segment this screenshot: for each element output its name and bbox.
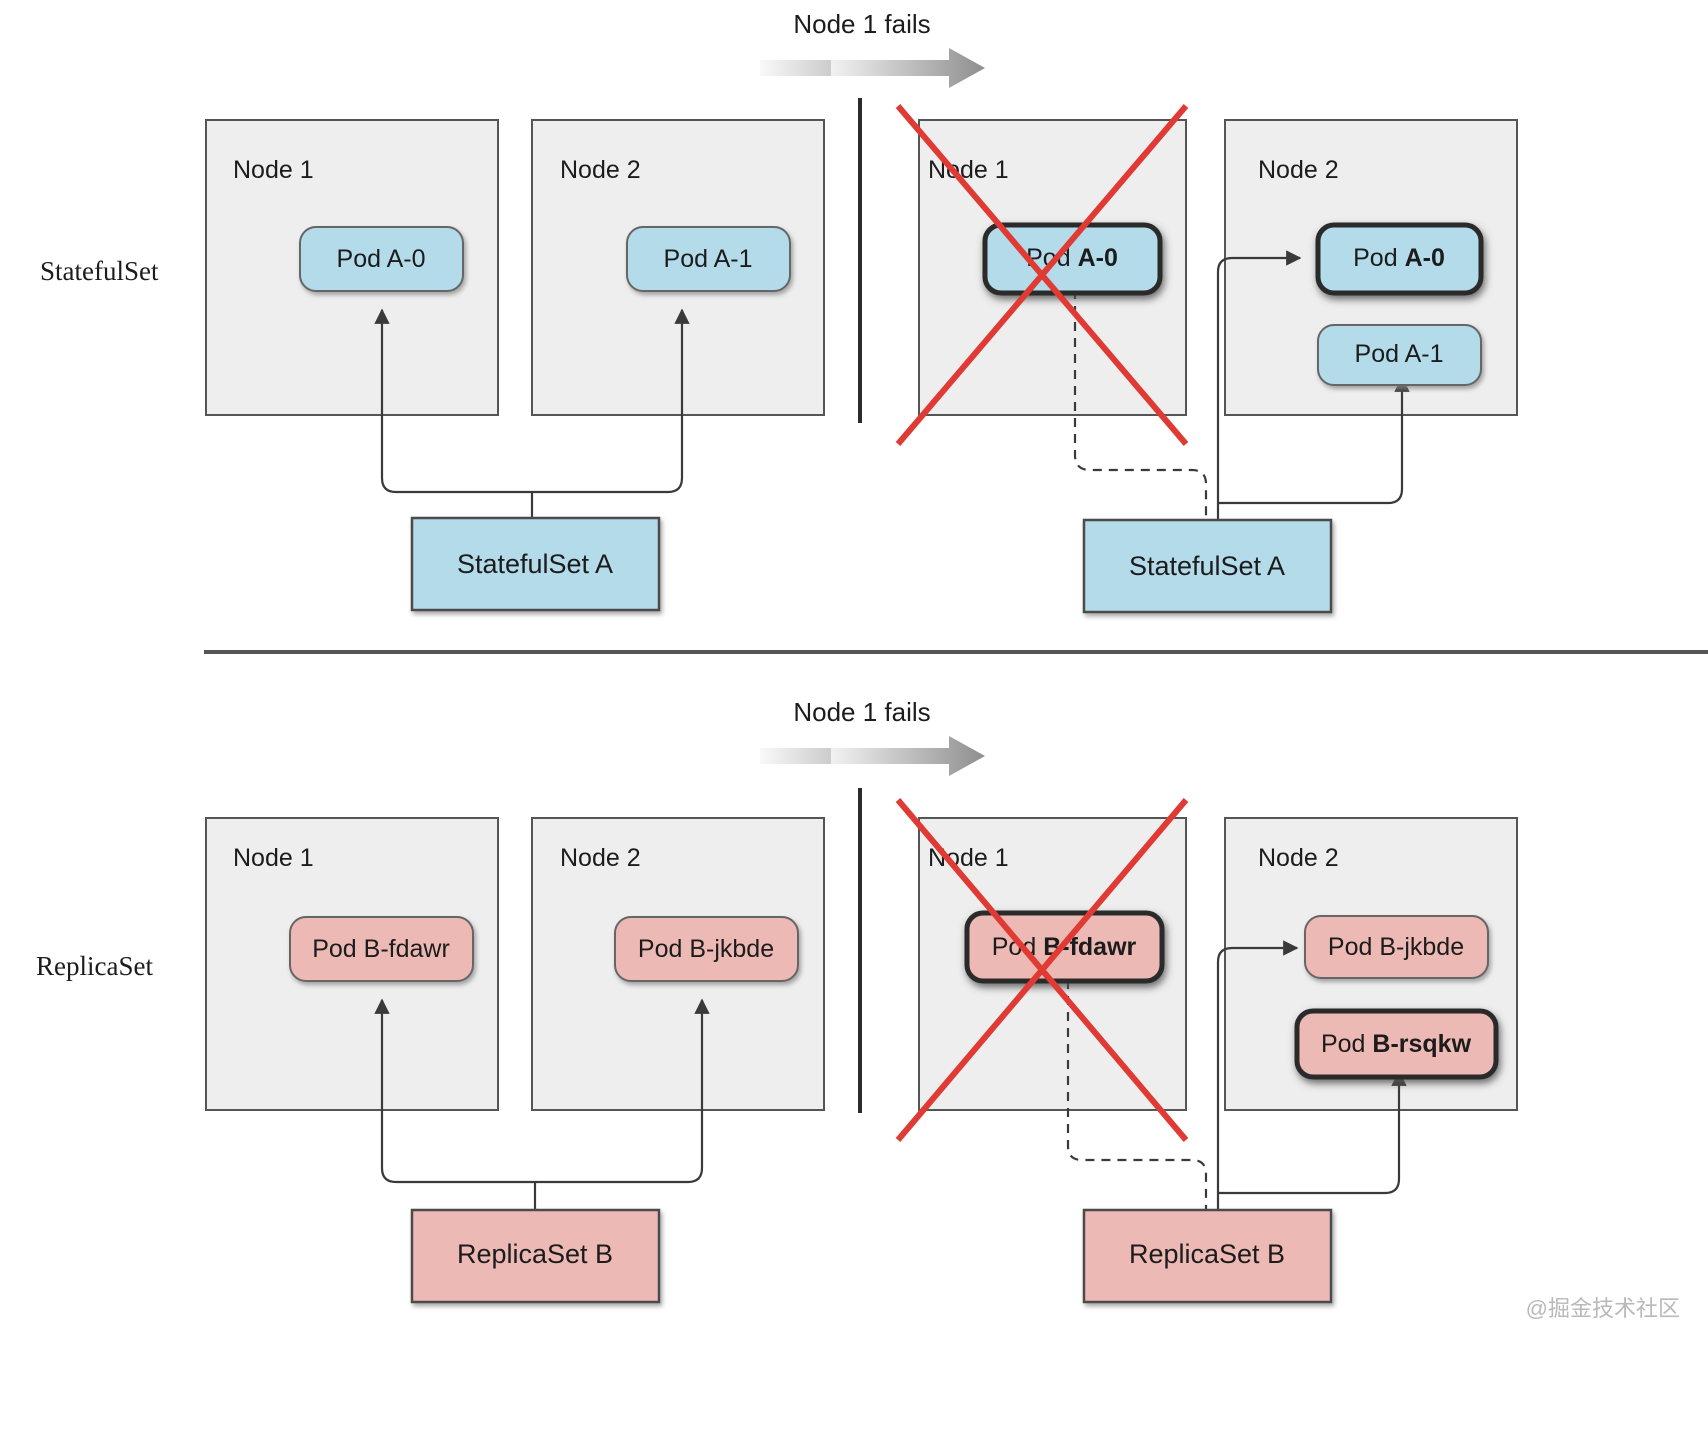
svg-text:Pod B-fdawr: Pod B-fdawr (312, 935, 450, 963)
svg-text:Pod A-0: Pod A-0 (337, 245, 426, 273)
svg-text:Pod A-0: Pod A-0 (1353, 244, 1445, 272)
svg-text:Pod B-rsqkw: Pod B-rsqkw (1321, 1030, 1472, 1058)
pod-sts-after-failed-a0[interactable]: Pod A-0 (982, 222, 1163, 296)
connector-sts-after-dashed (1073, 290, 1208, 520)
node-label-sts-before-node1: Node 1 (233, 156, 314, 184)
connector-sts-after-a1-bus (1218, 405, 1404, 505)
controller-rs-before[interactable]: ReplicaSet B (410, 1208, 661, 1304)
row-label-replicaset: ReplicaSet (36, 951, 153, 981)
node-label-sts-before-node2: Node 2 (560, 156, 641, 184)
pod-rs-before-fdawr[interactable]: Pod B-fdawr (289, 916, 474, 982)
transition-label-top: Node 1 fails (793, 9, 930, 39)
pod-rs-after-new-rsqkw[interactable]: Pod B-rsqkw (1294, 1008, 1499, 1080)
pod-sts-before-a0[interactable]: Pod A-0 (299, 226, 464, 292)
svg-text:Pod B-jkbde: Pod B-jkbde (638, 935, 774, 963)
svg-text:StatefulSet A: StatefulSet A (1129, 551, 1285, 581)
svg-text:StatefulSet A: StatefulSet A (457, 549, 613, 579)
svg-text:Pod A-1: Pod A-1 (664, 245, 753, 273)
controller-sts-before[interactable]: StatefulSet A (410, 516, 661, 612)
row-label-statefulset: StatefulSet (40, 256, 159, 286)
controller-sts-after[interactable]: StatefulSet A (1082, 518, 1333, 614)
node-label-sts-after-node1: Node 1 (928, 156, 1009, 184)
transition-arrow-bottom (760, 736, 985, 776)
transition-label-bottom: Node 1 fails (793, 697, 930, 727)
watermark-label: @掘金技术社区 (1526, 1296, 1680, 1321)
pod-sts-after-a1[interactable]: Pod A-1 (1317, 324, 1482, 386)
pod-rs-before-jkbde[interactable]: Pod B-jkbde (614, 916, 799, 982)
connector-rs-before-bus (380, 998, 710, 1184)
node-label-rs-after-node2: Node 2 (1258, 844, 1339, 872)
node-failure-cross-bottom (895, 798, 1189, 1142)
node-label-sts-after-node2: Node 2 (1258, 156, 1339, 184)
pod-sts-before-a1[interactable]: Pod A-1 (626, 226, 791, 292)
connector-rs-after-dashed (1066, 980, 1208, 1210)
svg-text:Pod B-jkbde: Pod B-jkbde (1328, 933, 1464, 961)
connector-rs-after-newpod-bus (1218, 1098, 1401, 1195)
svg-text:ReplicaSet B: ReplicaSet B (457, 1239, 613, 1269)
controller-rs-after[interactable]: ReplicaSet B (1082, 1208, 1333, 1304)
connector-sts-before-bus (380, 308, 690, 494)
node-failure-cross-top (895, 104, 1189, 446)
connector-sts-after-newpod (1216, 250, 1302, 519)
svg-text:ReplicaSet B: ReplicaSet B (1129, 1239, 1285, 1269)
node-label-rs-before-node1: Node 1 (233, 844, 314, 872)
pod-sts-after-new-a0[interactable]: Pod A-0 (1315, 222, 1484, 296)
svg-text:Pod A-1: Pod A-1 (1355, 340, 1444, 368)
node-label-rs-before-node2: Node 2 (560, 844, 641, 872)
transition-arrow-top (760, 48, 985, 88)
connector-rs-after-jkbde (1216, 940, 1299, 1210)
svg-text:Pod A-0: Pod A-0 (1026, 244, 1118, 272)
pod-rs-after-jkbde[interactable]: Pod B-jkbde (1304, 915, 1489, 979)
